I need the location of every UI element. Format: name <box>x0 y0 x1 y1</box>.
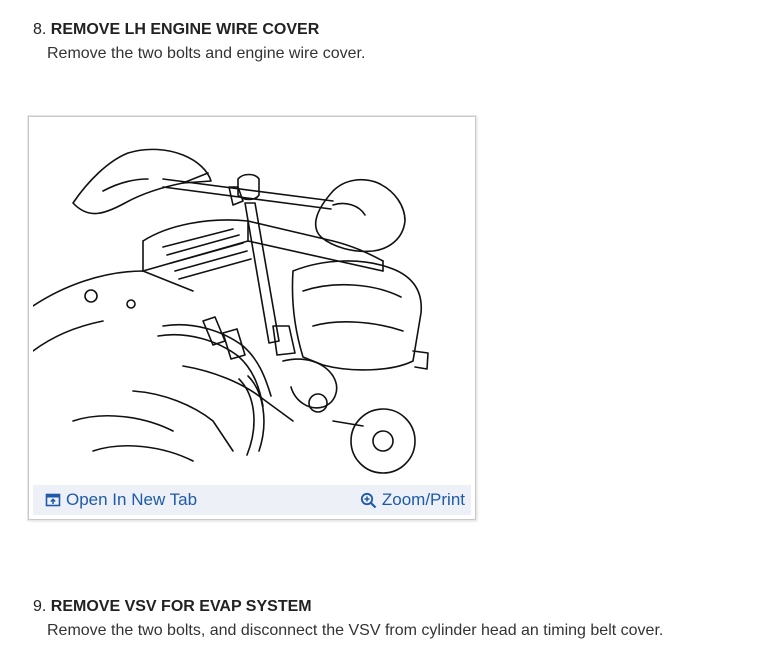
step-8: 8. REMOVE LH ENGINE WIRE COVER Remove th… <box>33 20 365 64</box>
figure-action-bar: Open In New Tab Zoom/Print <box>33 485 471 515</box>
step-8-title: REMOVE LH ENGINE WIRE COVER <box>50 21 320 38</box>
step-9-number: 9. <box>33 598 47 615</box>
step-9-heading: 9. REMOVE VSV FOR EVAP SYSTEM <box>33 597 663 617</box>
step-9-description: Remove the two bolts, and disconnect the… <box>47 622 664 639</box>
open-in-new-tab-label: Open In New Tab <box>66 490 198 509</box>
magnifier-plus-icon <box>360 492 377 508</box>
zoom-print-label: Zoom/Print <box>381 490 465 509</box>
zoom-print-link[interactable]: Zoom/Print <box>360 490 465 510</box>
step-9: 9. REMOVE VSV FOR EVAP SYSTEM Remove the… <box>33 597 663 641</box>
engine-wire-cover-illustration <box>33 148 429 474</box>
step-9-title: REMOVE VSV FOR EVAP SYSTEM <box>50 598 312 615</box>
open-in-new-tab-link[interactable]: Open In New Tab <box>45 490 197 510</box>
step-8-number: 8. <box>33 21 47 38</box>
open-in-new-tab-icon <box>45 493 61 507</box>
step-8-description: Remove the two bolts and engine wire cov… <box>47 45 366 62</box>
figure-engine-wire-cover: Open In New Tab Zoom/Print <box>28 116 476 520</box>
step-8-heading: 8. REMOVE LH ENGINE WIRE COVER <box>33 20 365 40</box>
